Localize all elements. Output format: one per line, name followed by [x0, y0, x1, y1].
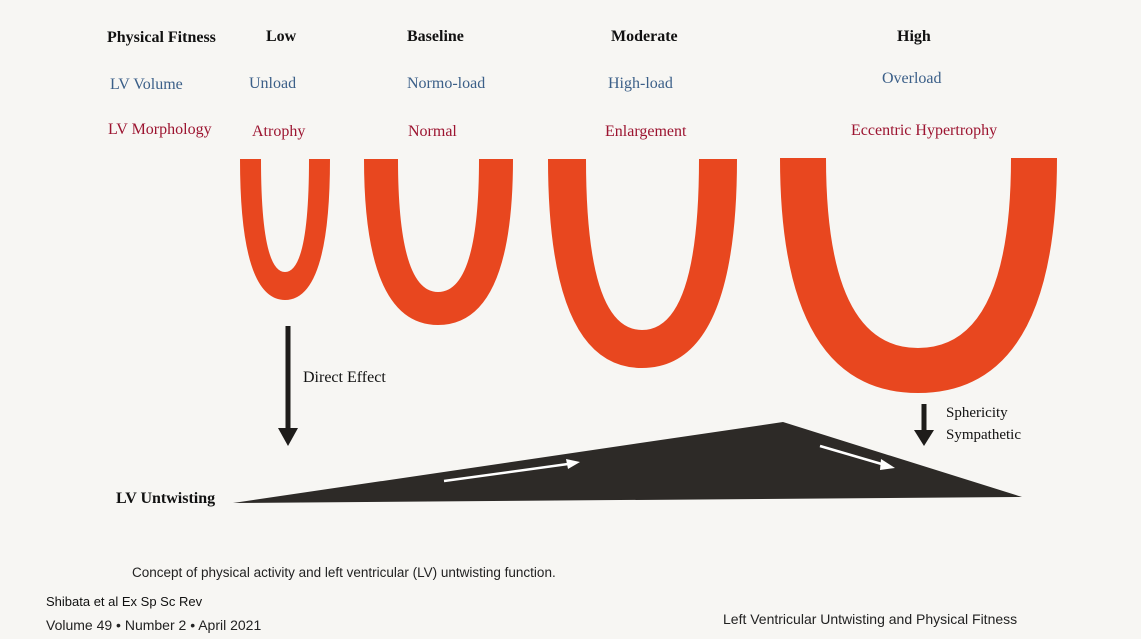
sympathetic-label: Sympathetic [946, 427, 1021, 443]
lv-morphology-baseline: Normal [408, 123, 457, 140]
direct-effect-label: Direct Effect [303, 369, 386, 386]
lv-morphology-high: Eccentric Hypertrophy [851, 122, 998, 139]
physical-fitness-label: Physical Fitness [107, 29, 216, 46]
fitness-level-high: High [897, 28, 931, 45]
running-title: Left Ventricular Untwisting and Physical… [723, 611, 1018, 627]
lv-volume-moderate: High-load [608, 75, 673, 92]
journal-volume: Volume 49 • Number 2 • April 2021 [46, 617, 262, 633]
fitness-level-moderate: Moderate [611, 28, 678, 45]
lv-untwisting-label: LV Untwisting [116, 490, 216, 507]
lv-volume-high: Overload [882, 70, 942, 87]
lv-morphology-moderate: Enlargement [605, 123, 687, 140]
ventricle-baseline [364, 159, 513, 325]
lv-morphology-low: Atrophy [252, 123, 306, 140]
lv-morphology-label: LV Morphology [108, 121, 212, 138]
lv-volume-low: Unload [249, 75, 297, 92]
fitness-level-baseline: Baseline [407, 28, 464, 45]
direct-effect-arrow [278, 326, 298, 446]
ventricle-low [240, 159, 330, 300]
lv-volume-label: LV Volume [110, 76, 183, 93]
falling-untwisting-arrow [819, 444, 895, 470]
ventricle-high [780, 158, 1057, 393]
figure-credit: Shibata et al Ex Sp Sc Rev [46, 594, 203, 609]
lv-volume-baseline: Normo-load [407, 75, 486, 92]
fitness-level-low: Low [266, 28, 297, 45]
figure-caption: Concept of physical activity and left ve… [132, 565, 556, 580]
rising-untwisting-arrow [443, 459, 580, 483]
ventricle-moderate [548, 159, 737, 368]
sphericity-arrow [914, 404, 934, 446]
untwisting-triangle [233, 422, 1022, 503]
sphericity-label: Sphericity [946, 405, 1008, 421]
